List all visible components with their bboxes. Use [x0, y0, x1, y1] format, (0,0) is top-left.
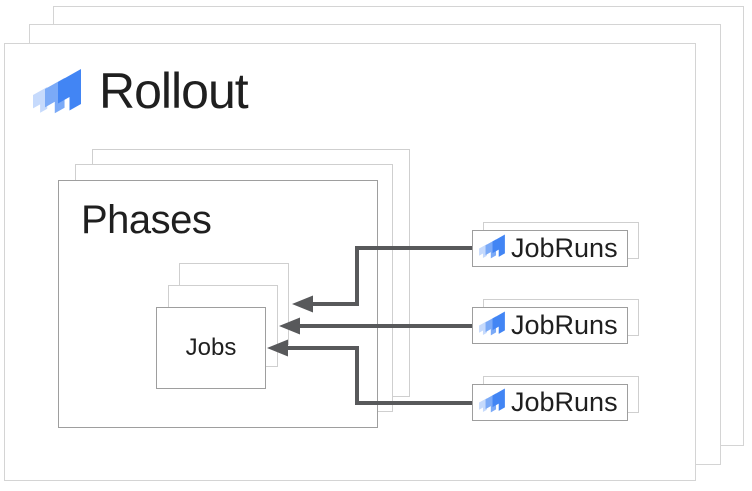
jobrun-card-3: JobRuns: [472, 384, 628, 421]
jobrun-card-1: JobRuns: [472, 230, 628, 267]
deploy-sail-dark: [58, 69, 81, 111]
deploy-sail-dark: [492, 311, 505, 334]
cloud-deploy-icon: [479, 234, 505, 259]
deploy-sail-light: [479, 244, 487, 259]
deploy-sail-dark: [492, 234, 505, 257]
jobs-box: Jobs: [156, 307, 266, 389]
rollout-title: Rollout: [99, 63, 249, 119]
deploy-sail-dark: [492, 388, 505, 411]
deploy-sail-light: [479, 321, 487, 336]
cloud-deploy-icon: [479, 311, 505, 336]
phases-title: Phases: [81, 198, 212, 242]
jobrun-label: JobRuns: [511, 310, 618, 340]
jobs-label: Jobs: [185, 334, 237, 361]
jobrun-label: JobRuns: [511, 387, 618, 417]
deploy-sail-light: [479, 398, 487, 413]
deploy-sail-light: [33, 87, 48, 113]
cloud-deploy-icon: [479, 388, 505, 413]
cloud-deploy-icon: [33, 69, 81, 114]
jobrun-card-2: JobRuns: [472, 307, 628, 344]
jobrun-label: JobRuns: [511, 233, 618, 263]
